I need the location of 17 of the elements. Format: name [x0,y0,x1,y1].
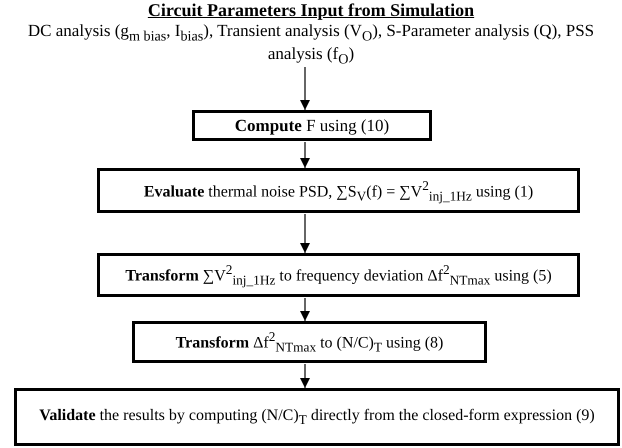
heading-text: Circuit Parameters Input from Simulation [148,0,474,21]
step-text: Evaluate thermal noise PSD, ∑S$_{V}$(f) = ∑V$^{2}$$_{inj_1Hz}$ using (1) [144,178,534,204]
step-text: Validate the results by computing (N/C)$_{T}$ directly from the closed-form expression (9) [39,406,595,428]
arrow [300,67,310,110]
step-text: Transform Δf$^{2}$$_{NTmax}$ to (N/C)$_{T}$ using (8) [176,329,444,355]
arrow [300,214,310,253]
process-box [97,253,580,297]
step-text: Transform ∑V$^{2}$$_{inj_1Hz}$ to frequency deviation Δf$^{2}$$_{NTmax}$ using (5) [125,262,552,288]
input-description: DC analysis (g$_{m bias}$, I$_{bias}$), Transient analysis (V$_{O}$), S-Parameter analysis (Q), PSS analysis (f$_{O}$) [26,20,596,68]
arrow [300,364,310,388]
arrow [300,142,310,168]
process-box [97,168,580,213]
step-text: Compute F using (10) [234,116,390,136]
process-box [132,321,487,363]
process-box [14,388,620,446]
process-box [192,110,432,141]
arrow [300,298,310,321]
